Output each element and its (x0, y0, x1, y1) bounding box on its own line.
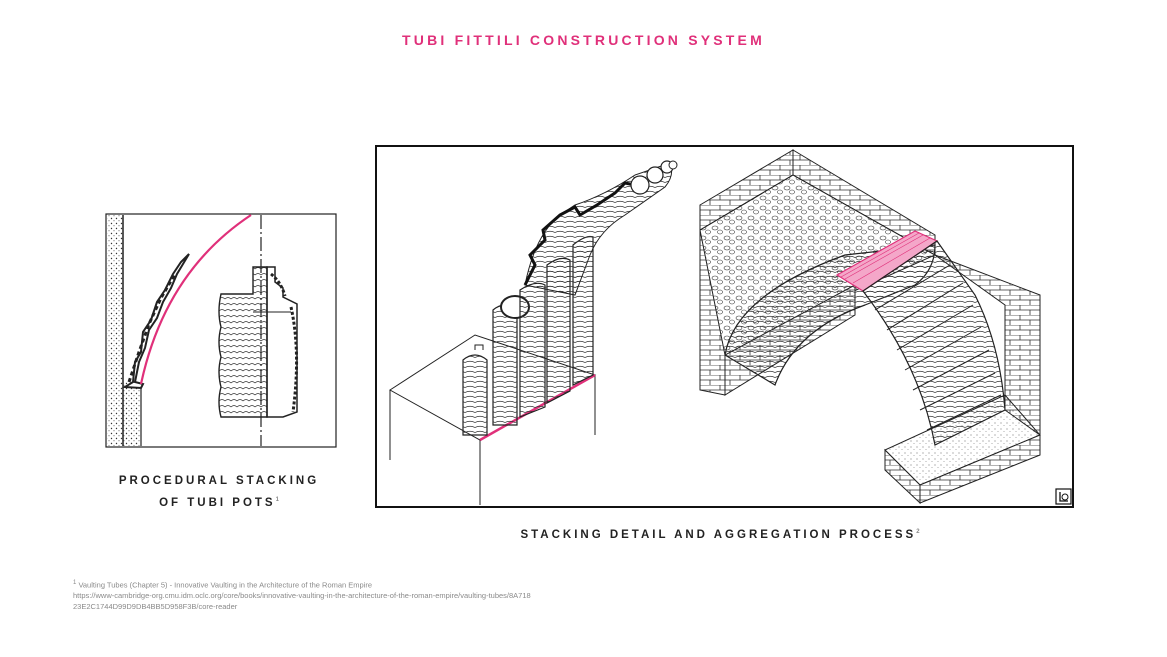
procedural-stacking-drawing (105, 212, 338, 449)
footnote-link[interactable]: https://www-cambridge-org.cmu.idm.oclc.o… (73, 591, 531, 611)
left-figure-caption: PROCEDURAL STACKING OF TUBI POTS1 (108, 472, 330, 513)
right-figure-caption: STACKING DETAIL AND AGGREGATION PROCESS2 (420, 523, 1020, 545)
left-caption-line1: PROCEDURAL STACKING (118, 475, 320, 487)
footnote-ref-1[interactable]: 1 (275, 497, 279, 503)
page-title: TUBI FITTILI CONSTRUCTION SYSTEM (402, 32, 765, 48)
right-caption-text: STACKING DETAIL AND AGGREGATION PROCESS (520, 528, 917, 541)
footnote-text: Vaulting Tubes (Chapter 5) - Innovative … (78, 580, 373, 590)
left-caption-line2: OF TUBI POTS (159, 496, 276, 509)
footnote: 1 Vaulting Tubes (Chapter 5) - Innovativ… (73, 578, 533, 612)
footnote-ref-2[interactable]: 2 (916, 529, 920, 535)
stacking-aggregation-drawing (375, 145, 1075, 509)
author-monogram-icon (1055, 488, 1072, 505)
footnote-marker: 1 (73, 580, 77, 586)
